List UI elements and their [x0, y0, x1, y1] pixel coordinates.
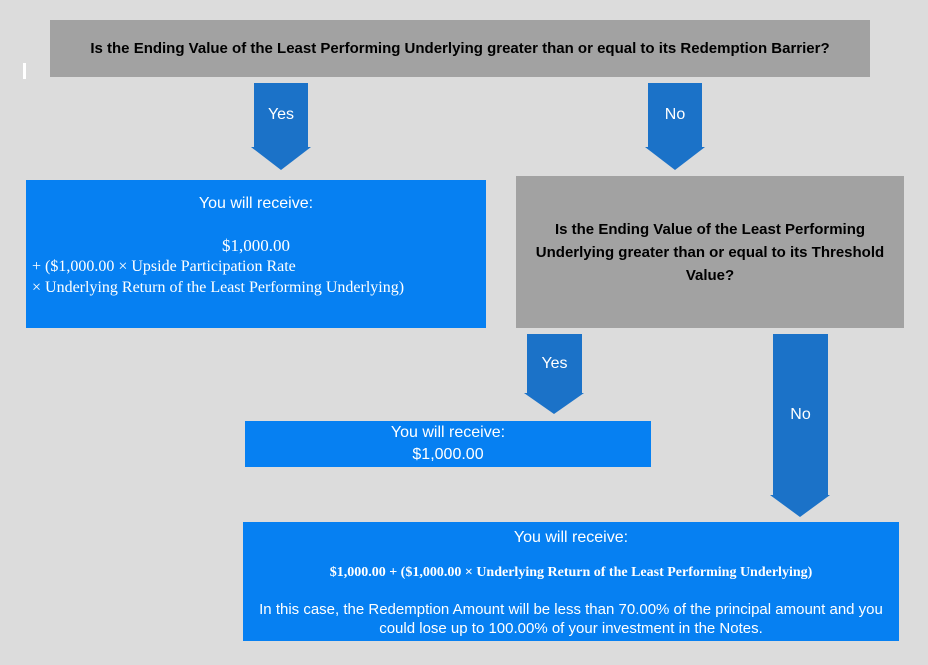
arrow-down-icon — [251, 147, 311, 170]
result-upside-formula-2: × Underlying Return of the Least Perform… — [32, 279, 405, 296]
result-box-par: You will receive: $1,000.00 — [245, 421, 651, 467]
arrow-no-2-body: No — [773, 334, 828, 495]
arrow-yes-1-label: Yes — [267, 106, 295, 123]
arrow-down-icon — [770, 495, 830, 517]
arrow-down-icon — [524, 393, 584, 414]
arrow-no-1-body: No — [648, 83, 702, 147]
result-box-upside: You will receive: $1,000.00 + ($1,000.00… — [26, 180, 486, 328]
question-redemption-barrier-text: Is the Ending Value of the Least Perform… — [90, 39, 830, 57]
cursor-artifact — [23, 63, 26, 79]
result-loss-note: In this case, the Redemption Amount will… — [259, 601, 883, 637]
result-par-title: You will receive: — [390, 424, 506, 441]
arrow-yes-1-body: Yes — [254, 83, 308, 147]
result-upside-formula-1: + ($1,000.00 × Upside Participation Rate — [32, 258, 296, 275]
question-redemption-barrier: Is the Ending Value of the Least Perform… — [50, 20, 870, 77]
result-loss-title: You will receive: — [513, 529, 629, 546]
result-loss-formula: $1,000.00 + ($1,000.00 × Underlying Retu… — [329, 565, 813, 580]
result-upside-amount: $1,000.00 — [222, 236, 290, 255]
arrow-yes-2-label: Yes — [541, 354, 568, 372]
result-upside-title: You will receive: — [198, 195, 314, 212]
question-threshold-value-text: Is the Ending Value of the Least Perform… — [535, 220, 885, 284]
result-box-loss: You will receive: $1,000.00 + ($1,000.00… — [243, 522, 899, 641]
arrow-no-2-label: No — [790, 405, 811, 423]
question-threshold-value: Is the Ending Value of the Least Perform… — [516, 176, 904, 328]
arrow-no-1-label: No — [664, 106, 686, 123]
arrow-yes-2-body: Yes — [527, 334, 582, 393]
result-par-amount: $1,000.00 — [412, 446, 484, 463]
arrow-down-icon — [645, 147, 705, 170]
